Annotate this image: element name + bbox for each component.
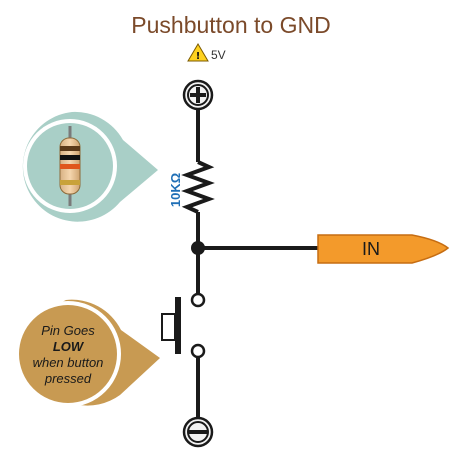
minus-icon xyxy=(189,430,207,434)
pushbutton-symbol xyxy=(161,297,181,354)
warning-icon xyxy=(187,43,209,62)
resistor-callout xyxy=(22,111,158,222)
plus-icon-vertical xyxy=(196,87,200,103)
diagram-title: Pushbutton to GND xyxy=(131,12,330,38)
switch-contact-top xyxy=(190,292,206,308)
callout-line-1: Pin Goes xyxy=(41,323,95,338)
input-pin-label: IN xyxy=(362,239,380,259)
input-pin-arrow xyxy=(317,234,450,264)
resistor-photo-icon xyxy=(59,126,81,206)
negative-terminal xyxy=(182,416,214,448)
warning-icon-mark: ! xyxy=(196,51,201,62)
resistor-value-label: 10KΩ xyxy=(168,173,183,207)
supply-label-group: ! 5V xyxy=(187,43,226,62)
low-state-callout: Pin Goes LOW when button pressed xyxy=(15,299,161,407)
supply-voltage-label: 5V xyxy=(211,48,226,62)
callout-line-4: pressed xyxy=(44,371,92,386)
callout-line-2: LOW xyxy=(53,339,85,354)
switch-contact-bottom xyxy=(190,343,206,359)
callout-line-3: when button xyxy=(33,355,104,370)
resistor-symbol xyxy=(181,160,215,214)
positive-terminal xyxy=(182,79,214,111)
